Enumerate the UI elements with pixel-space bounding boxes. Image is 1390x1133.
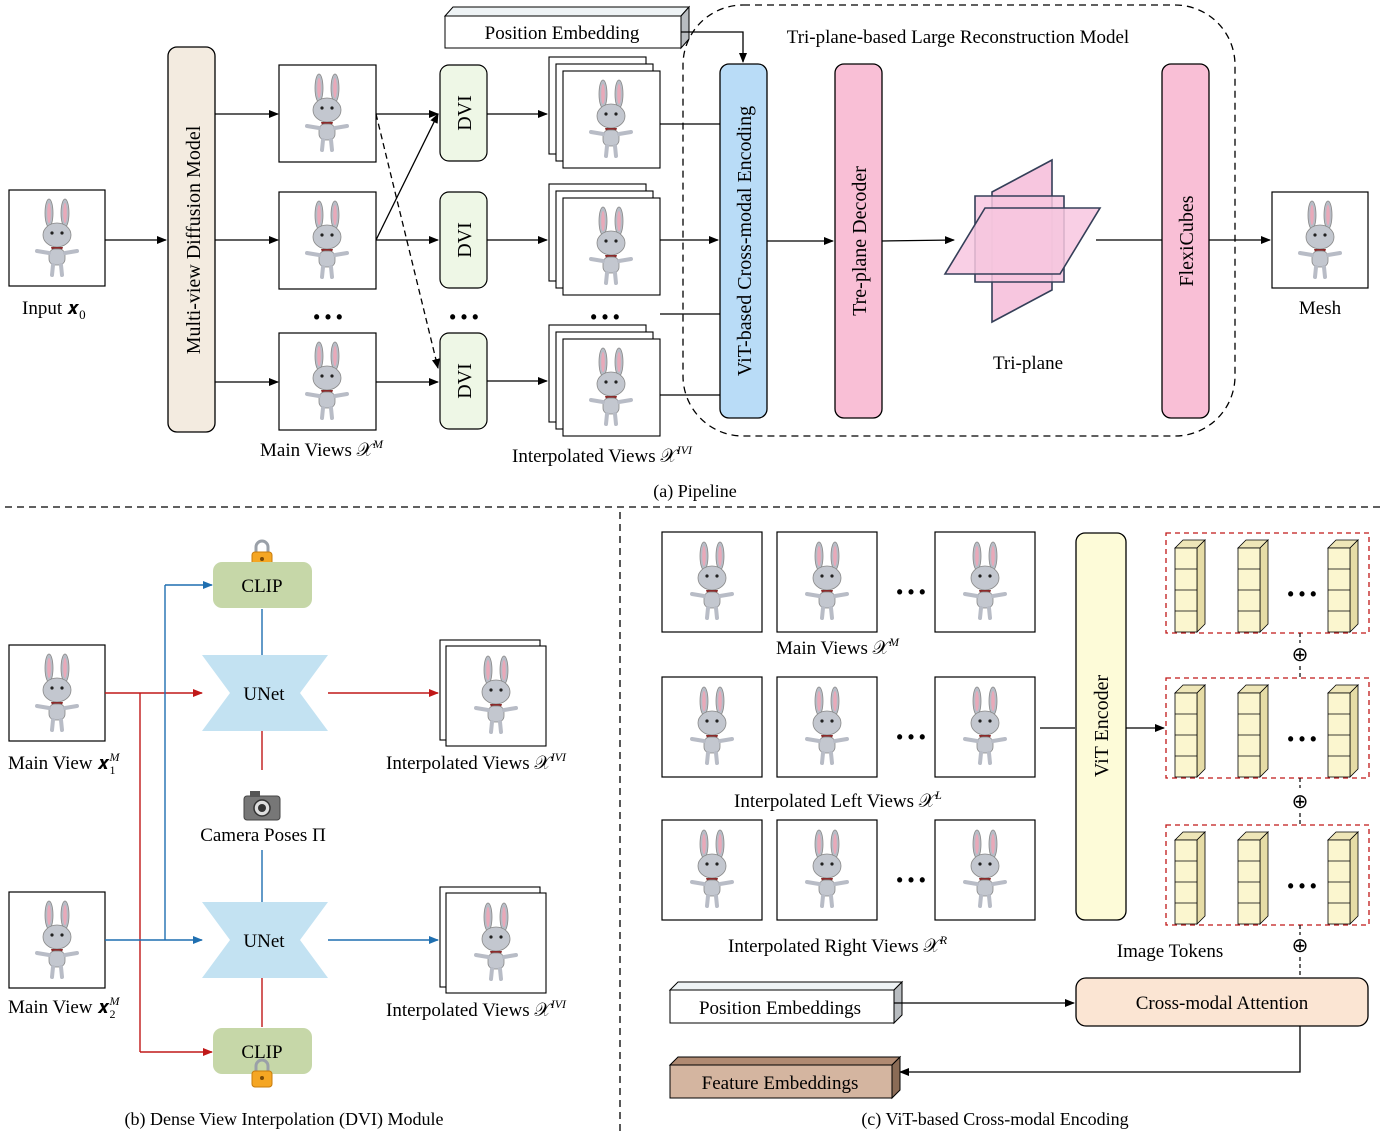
vit-module-caption: (c) ViT-based Cross-modal Encoding — [861, 1109, 1128, 1130]
oplus-2: ⊕ — [1292, 791, 1309, 813]
token-col-2c — [1327, 684, 1359, 778]
token-col-1a — [1174, 539, 1206, 633]
unet-label-bottom: UNet — [243, 931, 285, 952]
unet-block-bottom — [202, 902, 328, 978]
arrow-decoder-triplane — [881, 236, 955, 245]
input-label: Input 𝒙0 — [22, 298, 86, 322]
tokens-ellipsis-1: • • • — [1288, 584, 1317, 604]
token-col-1b — [1237, 539, 1269, 633]
mvdm-label: Multi-view Diffusion Model — [183, 125, 205, 354]
vit-encoder-label: ViT Encoder — [1091, 675, 1113, 778]
triplane-label: Tri-plane — [993, 353, 1063, 374]
cross-modal-attention-label: Cross-modal Attention — [1136, 993, 1309, 1014]
tokens-ellipsis-3: • • • — [1288, 876, 1317, 896]
main-views-label: Main Views 𝒳M — [260, 437, 384, 461]
dvi-ellipsis: • • • — [450, 307, 479, 327]
tokens-ellipsis-2: • • • — [1288, 729, 1317, 749]
position-embedding-label: Position Embedding — [485, 23, 640, 44]
arrow-posemb-vit — [681, 31, 747, 63]
token-group-3 — [1165, 824, 1370, 926]
lock-icon-bottom — [251, 1058, 273, 1088]
dvi-label-3: DVI — [454, 363, 476, 399]
dvi-output-stack-top — [439, 639, 547, 747]
dvi-output-label-top: Interpolated Views 𝒳IVI — [386, 750, 567, 774]
dvi-block-1 — [439, 64, 488, 162]
token-col-2a — [1174, 684, 1206, 778]
clip-block-bottom — [213, 1028, 312, 1074]
position-embeddings-box — [668, 980, 904, 1025]
token-col-3c — [1327, 831, 1359, 925]
interp-stack-2 — [548, 183, 661, 296]
flexicubes-label: FlexiCubes — [1176, 195, 1198, 286]
interp-stack-1 — [548, 56, 661, 169]
dvi-output-label-bottom: Interpolated Views 𝒳IVI — [386, 997, 567, 1021]
token-col-2b — [1237, 684, 1269, 778]
oplus-3: ⊕ — [1292, 935, 1309, 957]
arrow-view2-dvi1 — [375, 113, 439, 241]
pipeline-caption: (a) Pipeline — [653, 481, 736, 502]
clip-label-bottom: CLIP — [241, 1042, 282, 1063]
clip-block-top — [213, 562, 312, 608]
triplane-decoder-label: Tre-plane Decoder — [849, 166, 871, 316]
vit-main-views-label: Main Views 𝒳M — [776, 635, 900, 659]
position-embedding-box — [443, 5, 691, 50]
interp-views-label: Interpolated Views 𝒳IVI — [512, 443, 693, 467]
flexicubes-block — [1161, 63, 1210, 419]
interp-stack-3 — [548, 324, 661, 437]
feature-embeddings-label: Feature Embeddings — [702, 1073, 859, 1094]
lrm-region — [682, 4, 1236, 437]
clip-label-top: CLIP — [241, 576, 282, 597]
dvi-label-1: DVI — [454, 95, 476, 131]
dvi-label-2: DVI — [454, 222, 476, 258]
main-views-ellipsis: • • • — [314, 307, 343, 327]
token-col-1c — [1327, 539, 1359, 633]
triplane-graphic — [943, 158, 1102, 324]
unet-label-top: UNet — [243, 684, 285, 705]
camera-icon — [243, 791, 281, 821]
cross-modal-attention-block — [1075, 977, 1369, 1027]
oplus-1: ⊕ — [1292, 644, 1309, 666]
dvi-output-stack-bottom — [439, 886, 547, 994]
camera-poses-label: Camera Poses Π — [200, 825, 326, 846]
unet-block-top — [202, 655, 328, 731]
vit-row1-ellipsis: • • • — [897, 582, 926, 602]
token-group-2 — [1165, 677, 1370, 779]
dvi-module-caption: (b) Dense View Interpolation (DVI) Modul… — [125, 1109, 444, 1130]
vit-right-views-label: Interpolated Right Views 𝒳R — [728, 933, 948, 957]
vit-row2-ellipsis: • • • — [897, 727, 926, 747]
interp-ellipsis: • • • — [591, 307, 620, 327]
token-col-3a — [1174, 831, 1206, 925]
mesh-label: Mesh — [1299, 298, 1342, 319]
token-group-1 — [1165, 532, 1370, 634]
image-tokens-label: Image Tokens — [1117, 941, 1224, 962]
vit-left-views-label: Interpolated Left Views 𝒳L — [734, 788, 942, 812]
token-col-3b — [1237, 831, 1269, 925]
arrow-view1-dvi3-dashed — [375, 113, 440, 369]
position-embeddings-label: Position Embeddings — [699, 998, 861, 1019]
vit-row3-ellipsis: • • • — [897, 870, 926, 890]
vit-encoding-label: ViT-based Cross-modal Encoding — [734, 106, 756, 376]
arrow-attention-feature — [899, 1026, 1301, 1076]
vit-encoder-block — [1075, 532, 1127, 921]
vit-left-view-2 — [776, 676, 878, 778]
lrm-title: Tri-plane-based Large Reconstruction Mod… — [787, 27, 1129, 48]
feature-embeddings-box — [668, 1055, 902, 1100]
